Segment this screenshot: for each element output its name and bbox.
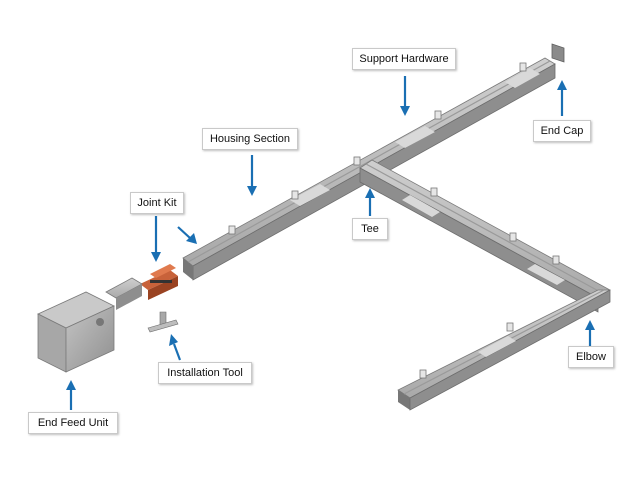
support-hardware-label: Support Hardware: [352, 48, 456, 70]
housing-section-label: Housing Section: [202, 128, 298, 150]
tee-label: Tee: [352, 218, 388, 240]
joint-kit-part: [140, 264, 178, 300]
installation-tool-label: Installation Tool: [158, 362, 252, 384]
elbow-return: [397, 289, 611, 411]
tee-branch: [359, 159, 611, 313]
elbow-label: Elbow: [568, 346, 614, 368]
end-cap-label: End Cap: [533, 120, 591, 142]
installation-tool-part: [147, 311, 179, 333]
end-feed-unit-box: [37, 291, 115, 373]
end-cap-plate: [551, 43, 565, 63]
end-feed-unit-label: End Feed Unit: [28, 412, 118, 434]
feed-stub: [105, 277, 143, 310]
callout-arrows: [66, 76, 595, 410]
joint-kit-label: Joint Kit: [130, 192, 184, 214]
support-clips: [228, 62, 560, 379]
